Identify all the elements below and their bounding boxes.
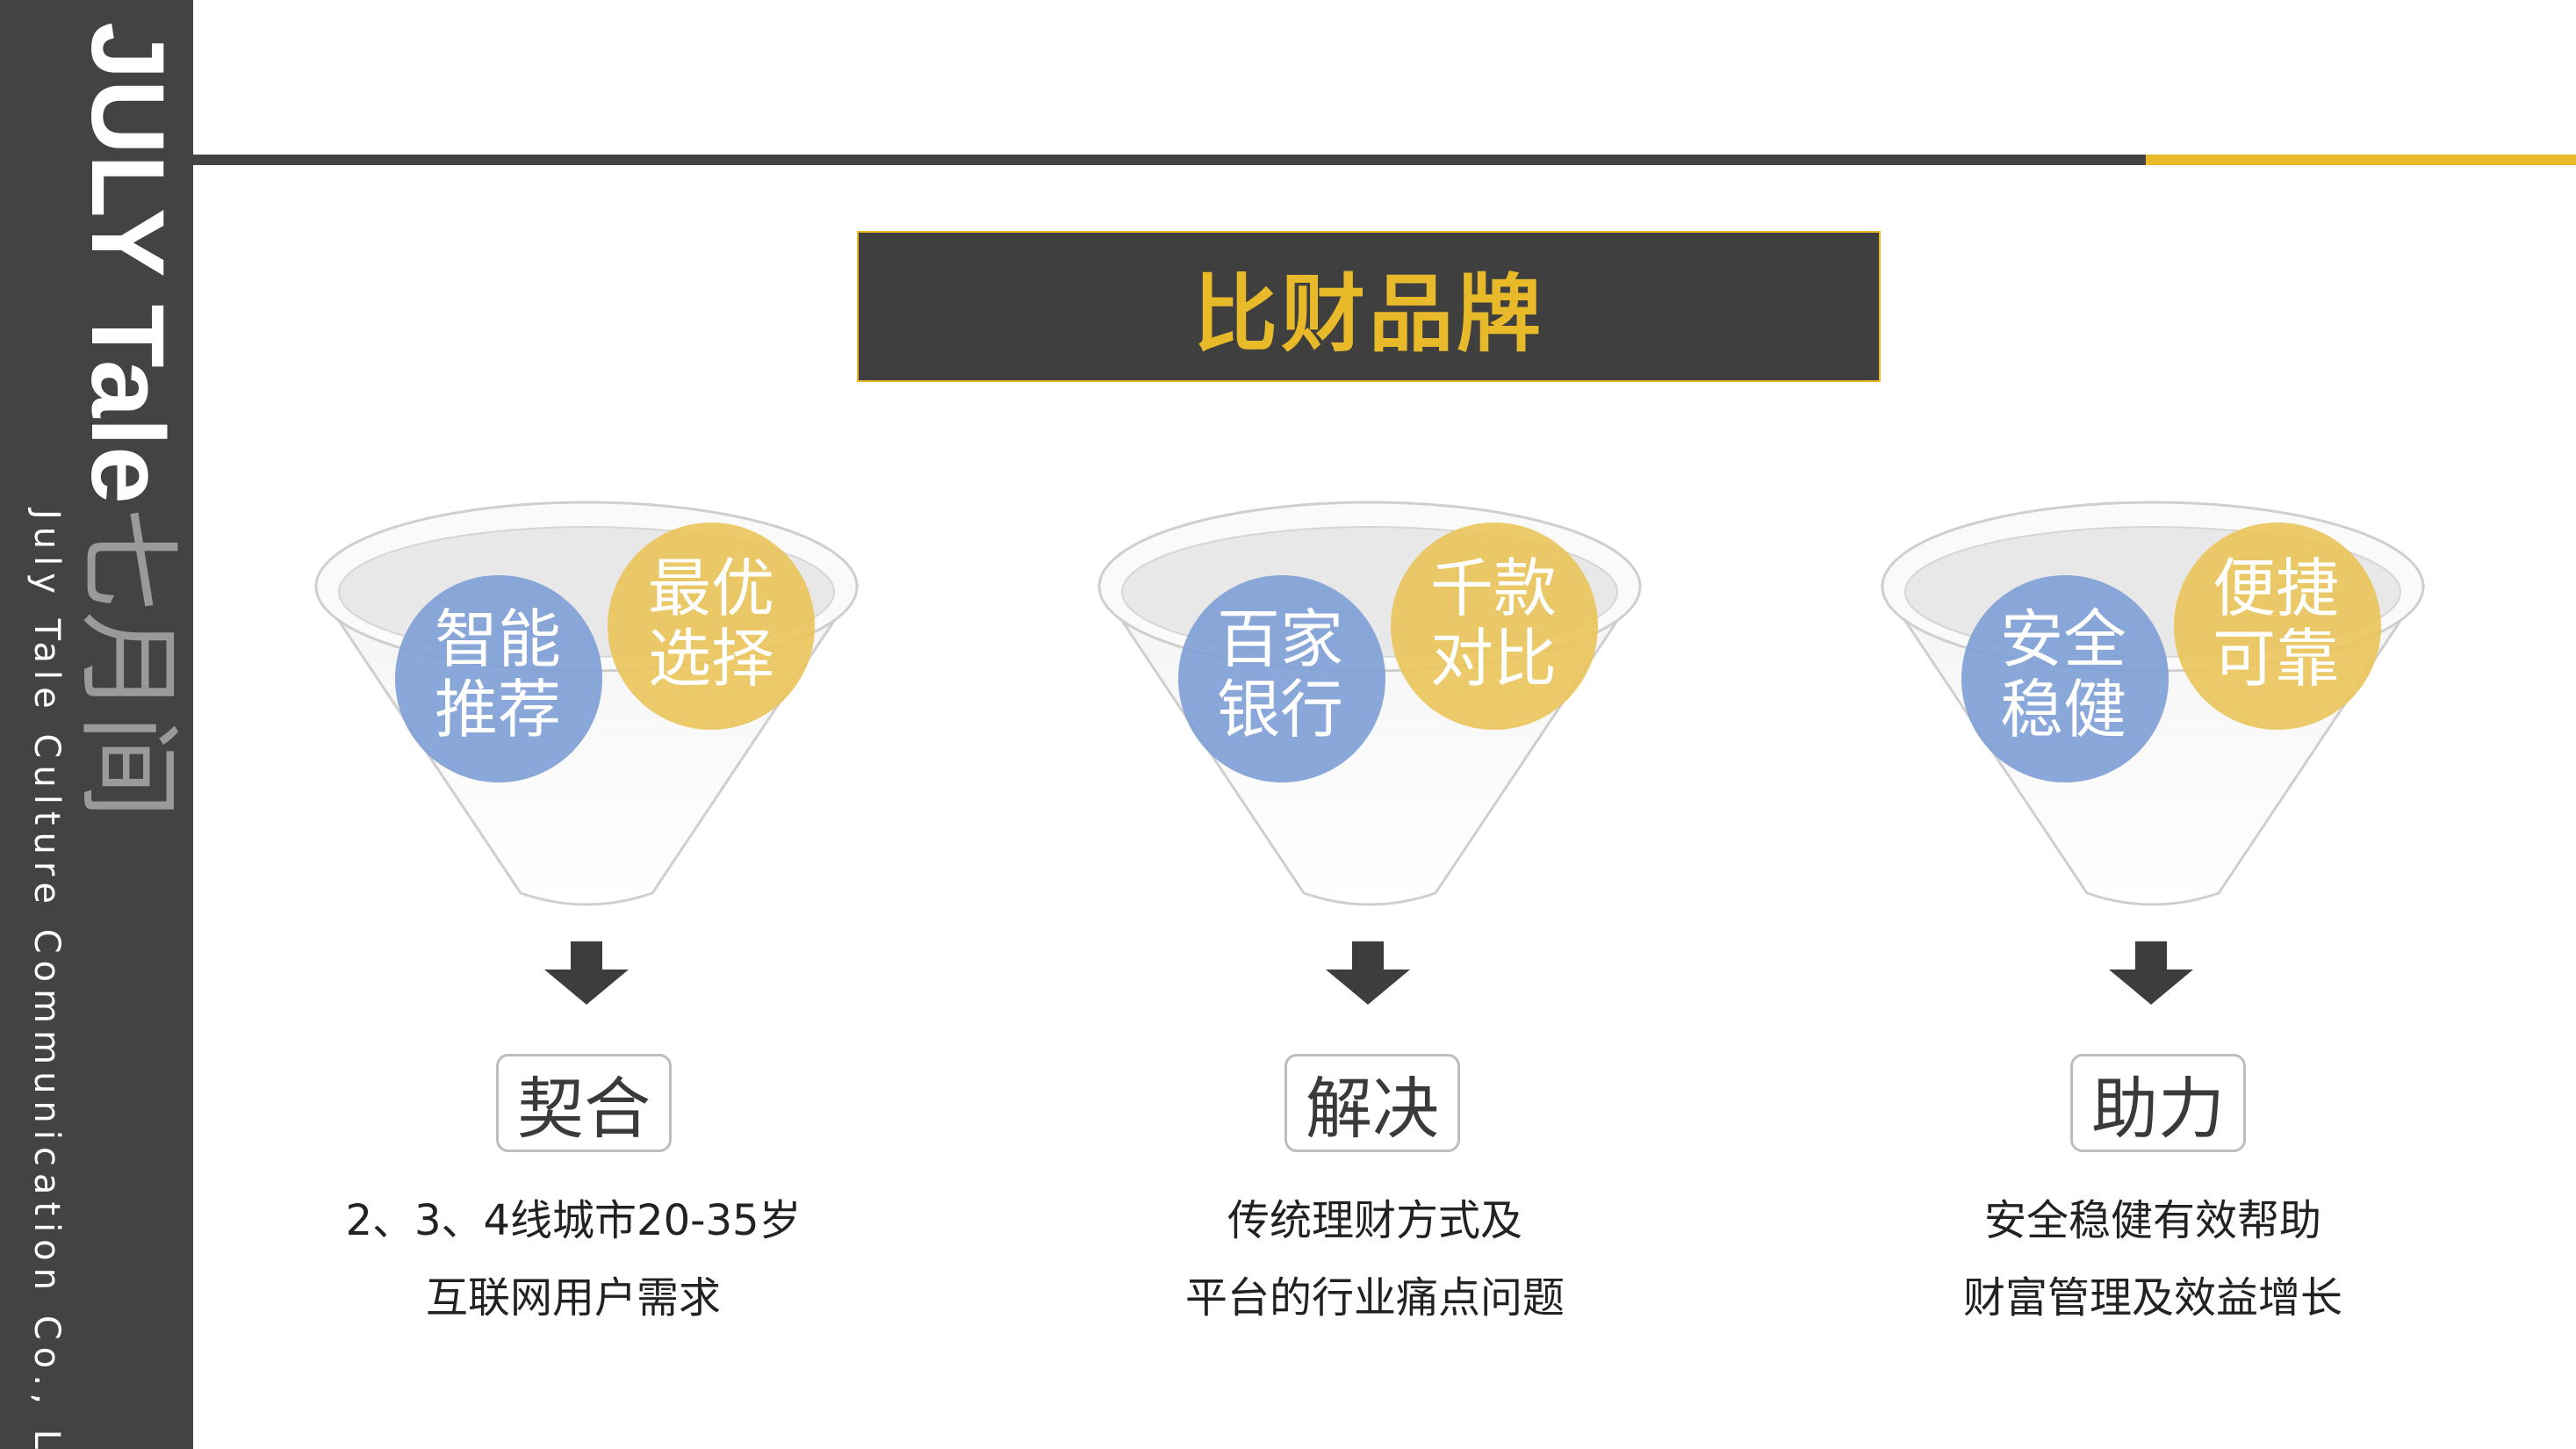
blue-bubble-label-3: 安全稳健 (1999, 602, 2126, 746)
blue-bubble-label-2: 百家银行 (1216, 602, 1343, 746)
yellow-bubble-label-3: 便捷可靠 (2212, 551, 2339, 696)
blue-bubble (1961, 575, 2169, 782)
yellow-bubble (2174, 523, 2381, 730)
down-arrow-icon (2109, 941, 2193, 1005)
blue-bubble (1178, 575, 1385, 782)
sidebar: JULY Tale七月间 July Tale Culture Communica… (0, 0, 193, 1449)
down-arrow-icon (544, 941, 629, 1005)
title-banner: 比财品牌 (857, 231, 1881, 382)
header-rule-accent (2146, 155, 2576, 165)
tag-label-3: 助力 (2070, 1054, 2246, 1152)
yellow-bubble (608, 523, 815, 730)
page-title: 比财品牌 (1193, 264, 1544, 364)
yellow-bubble (1391, 523, 1598, 730)
tag-label-1: 契合 (496, 1054, 672, 1152)
yellow-bubble-label-1: 最优选择 (647, 551, 774, 696)
description-2: 传统理财方式及平台的行业痛点问题 (1184, 1196, 1565, 1323)
down-arrow-icon (1326, 941, 1410, 1005)
tag-label-2: 解决 (1284, 1054, 1460, 1152)
blue-bubble (395, 575, 602, 782)
yellow-bubble-label-2: 千款对比 (1429, 551, 1557, 696)
blue-bubble-label-1: 智能推荐 (434, 602, 561, 746)
description-1: 2、3、4线城市20-35岁互联网用户需求 (345, 1196, 802, 1323)
header-rule (193, 155, 2146, 165)
description-3: 安全稳健有效帮助财富管理及效益增长 (1962, 1196, 2342, 1323)
